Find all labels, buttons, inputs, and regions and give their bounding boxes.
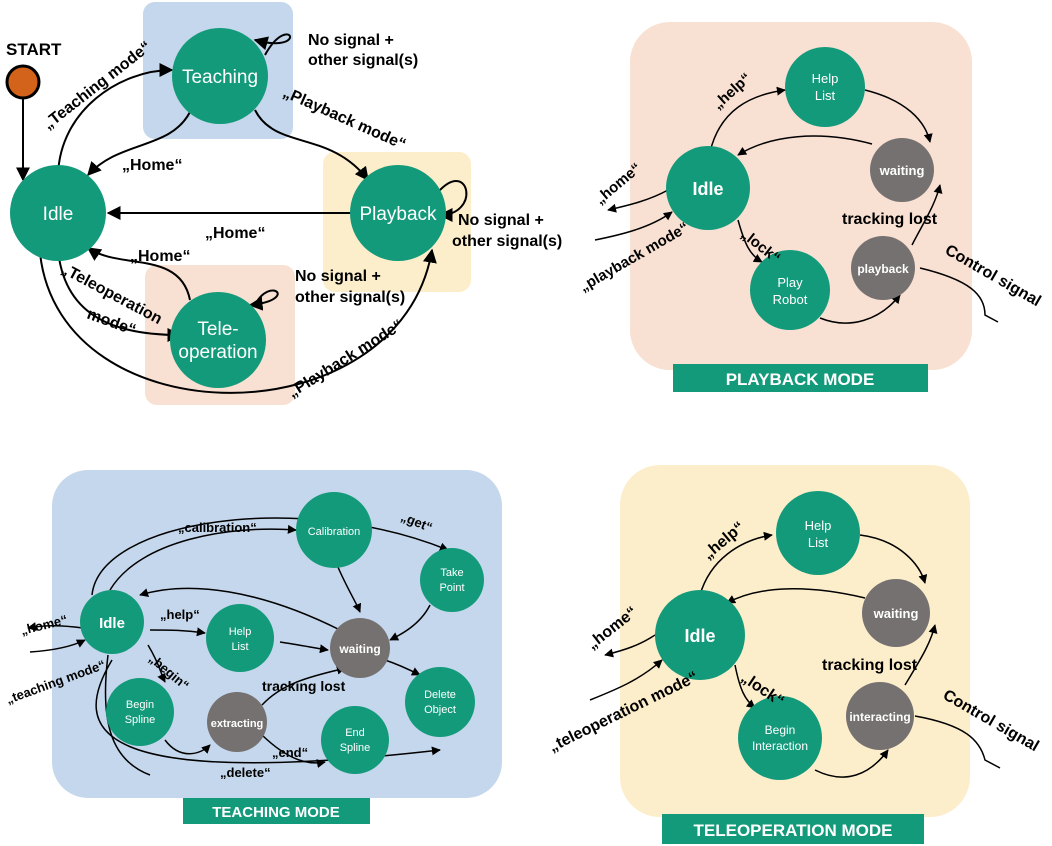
teaching-banner-text: TEACHING MODE bbox=[212, 804, 340, 821]
tm-label-end: „end“ bbox=[272, 745, 308, 760]
tm-take-label-1: Take bbox=[440, 567, 463, 579]
label-teleop-self-2: other signal(s) bbox=[295, 289, 405, 306]
tm-end-label-1: End bbox=[345, 727, 365, 739]
to-help-label-1: Help bbox=[805, 518, 832, 533]
to-help-node bbox=[776, 491, 860, 575]
tm-take-node bbox=[420, 548, 484, 612]
teaching-node bbox=[172, 28, 268, 124]
tm-extracting-label: extracting bbox=[211, 718, 264, 730]
tm-extracting-node bbox=[207, 692, 267, 752]
tm-begin-node bbox=[106, 678, 174, 746]
tm-calibration-label: Calibration bbox=[308, 526, 361, 538]
to-idle-node bbox=[655, 590, 745, 680]
playback-node bbox=[350, 165, 446, 261]
label-teaching-self-1: No signal + bbox=[308, 32, 394, 49]
teleop-mode-panel: TELEOPERATION MODE Idle Help List waitin… bbox=[546, 465, 1042, 844]
tm-delete-label-2: Object bbox=[424, 704, 456, 716]
playback-banner-text: PLAYBACK MODE bbox=[726, 370, 875, 389]
teaching-banner bbox=[183, 798, 370, 824]
pb-help-label-2: List bbox=[815, 88, 836, 103]
pb-idle-node bbox=[666, 146, 750, 230]
label-playback-mode-top: „Playback mode“ bbox=[280, 84, 408, 153]
to-waiting-label: waiting bbox=[873, 606, 919, 621]
tm-begin-label-2: Spline bbox=[125, 714, 156, 726]
tm-end-node bbox=[321, 706, 389, 774]
teleop-node-label-1: Tele- bbox=[197, 319, 238, 340]
pb-waiting-label: waiting bbox=[879, 163, 925, 178]
label-home-playback: „Home“ bbox=[205, 225, 265, 242]
label-playback-self-1: No signal + bbox=[458, 212, 544, 229]
tm-end-label-2: Spline bbox=[340, 742, 371, 754]
teleop-banner bbox=[662, 814, 924, 844]
tm-help-label-2: List bbox=[231, 641, 248, 653]
tm-waiting-node bbox=[330, 618, 390, 678]
pb-help-label-1: Help bbox=[812, 71, 839, 86]
edge-playback-mode-top bbox=[254, 109, 369, 182]
idle-node bbox=[10, 165, 106, 261]
teleop-banner-text: TELEOPERATION MODE bbox=[694, 821, 893, 840]
edge-playback-mode-bottom bbox=[39, 248, 437, 394]
tm-help-node bbox=[206, 604, 274, 672]
to-interacting-label: interacting bbox=[849, 710, 910, 724]
playback-node-label: Playback bbox=[359, 204, 437, 225]
start-node bbox=[5, 64, 41, 100]
to-label-tracking-lost: tracking lost bbox=[822, 657, 918, 674]
to-help-label-2: List bbox=[808, 535, 829, 550]
edge-teaching-mode bbox=[57, 63, 174, 176]
tm-label-tracking-lost: tracking lost bbox=[262, 678, 346, 694]
to-begin-label-2: Interaction bbox=[752, 739, 808, 753]
overview-diagram: START Teaching Idle Playback Tele- opera… bbox=[5, 2, 562, 405]
edge-home-teaching bbox=[87, 111, 191, 177]
pb-idle-label: Idle bbox=[692, 179, 723, 199]
pb-playback-label: playback bbox=[857, 262, 909, 276]
playback-banner bbox=[673, 364, 928, 392]
pb-play-node bbox=[750, 250, 830, 330]
tm-calibration-node bbox=[296, 492, 372, 568]
teaching-node-label: Teaching bbox=[182, 67, 258, 88]
pb-help-node bbox=[785, 47, 865, 127]
tm-take-label-2: Point bbox=[439, 582, 464, 594]
label-teaching-self-2: other signal(s) bbox=[308, 52, 418, 69]
pb-label-tracking-lost: tracking lost bbox=[842, 211, 938, 228]
label-playback-self-2: other signal(s) bbox=[452, 233, 562, 250]
teleop-node bbox=[170, 292, 266, 388]
to-interacting-node bbox=[846, 682, 914, 750]
tm-label-calibration: „calibration“ bbox=[178, 520, 257, 535]
idle-node-label: Idle bbox=[43, 204, 74, 225]
tm-delete-node bbox=[405, 667, 475, 737]
teleop-node-label-2: operation bbox=[178, 342, 257, 363]
label-home-teleop: „Home“ bbox=[130, 248, 190, 265]
tm-label-help: „help“ bbox=[160, 607, 200, 622]
edge-home-teleop bbox=[86, 247, 191, 301]
to-begin-node bbox=[738, 696, 822, 780]
pb-playback-node bbox=[851, 236, 915, 300]
tm-begin-label-1: Begin bbox=[126, 699, 154, 711]
pb-waiting-node bbox=[870, 138, 934, 202]
label-teleop-self-1: No signal + bbox=[295, 268, 381, 285]
to-begin-label-1: Begin bbox=[765, 723, 796, 737]
to-idle-label: Idle bbox=[684, 626, 715, 646]
tm-idle-label: Idle bbox=[99, 615, 125, 632]
tm-delete-label-1: Delete bbox=[424, 689, 456, 701]
label-home-teaching: „Home“ bbox=[122, 157, 182, 174]
tm-idle-node bbox=[80, 590, 144, 654]
pb-play-label-1: Play bbox=[777, 275, 803, 290]
tm-help-label-1: Help bbox=[229, 626, 252, 638]
start-label: START bbox=[6, 40, 62, 59]
pb-play-label-2: Robot bbox=[773, 292, 808, 307]
to-waiting-node bbox=[862, 579, 930, 647]
playback-mode-panel: PLAYBACK MODE Idle Help List waiting Pla… bbox=[577, 22, 1044, 392]
label-playback-mode-bottom: „Playback mode“ bbox=[285, 317, 406, 402]
tm-waiting-label: waiting bbox=[338, 642, 380, 656]
edge-teleop-mode bbox=[57, 249, 182, 342]
teaching-mode-panel: TEACHING MODE Idle Calibration Take Poin… bbox=[4, 470, 502, 824]
tm-label-delete: „delete“ bbox=[220, 765, 271, 780]
